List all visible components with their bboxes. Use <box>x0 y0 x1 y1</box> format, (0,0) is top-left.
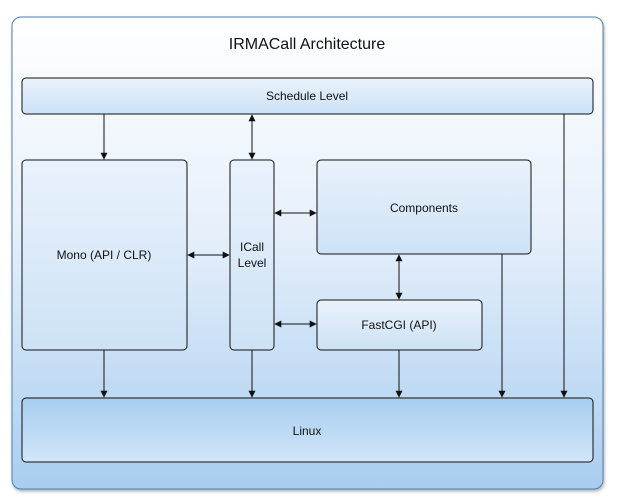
components-label: Components <box>390 201 458 215</box>
linux-label: Linux <box>293 424 322 438</box>
schedule-level-label: Schedule Level <box>266 89 348 103</box>
outer-container <box>11 16 604 490</box>
components-box <box>316 159 532 255</box>
mono-label: Mono (API / CLR) <box>57 248 152 262</box>
icall-level-label-line1: ICall <box>240 240 264 254</box>
fastcgi-label: FastCGI (API) <box>361 318 436 332</box>
icall-level-box <box>229 159 275 351</box>
schedule-level-box <box>21 77 594 115</box>
icall-level-label-line2: Level <box>238 256 267 270</box>
linux-box <box>21 397 594 463</box>
diagram-title: IRMACall Architecture <box>229 36 386 53</box>
